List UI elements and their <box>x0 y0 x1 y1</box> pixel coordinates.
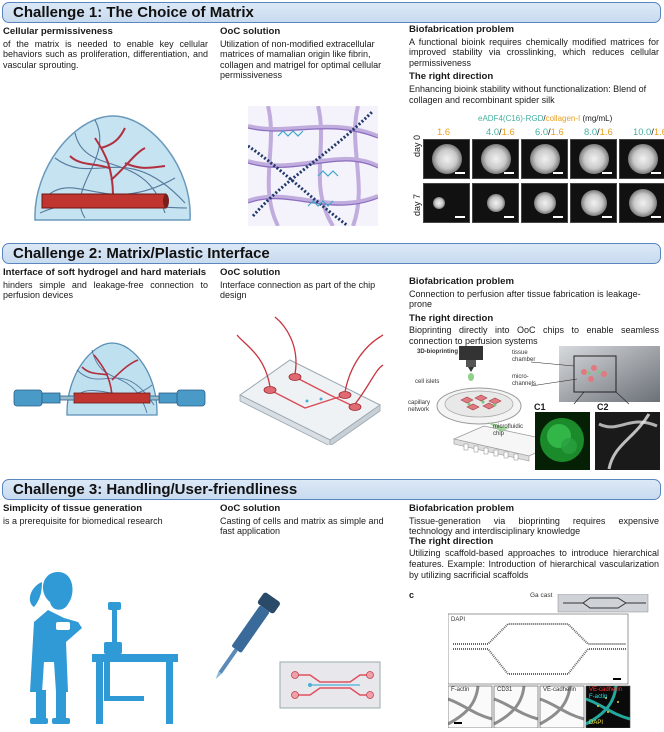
challenge-1-banner: Challenge 1: The Choice of Matrix <box>2 2 661 23</box>
c3-left-text: Simplicity of tissue generation is a pre… <box>3 503 208 526</box>
c2-mid-heading: OoC solution <box>220 267 281 278</box>
column-silk-value: 4.0 <box>486 126 500 137</box>
column-sep: / <box>597 126 600 137</box>
label-merge-vecadherin: VE-cadherin <box>589 687 623 693</box>
column-label-2: 6.0/1.6 <box>535 126 564 137</box>
column-label-1: 4.0/1.6 <box>486 126 515 137</box>
c1-fiber-illustration <box>248 106 378 226</box>
unit-label: (mg/mL) <box>580 114 613 123</box>
c1-dome-illustration <box>34 115 191 221</box>
label-microchannels: micro- channels <box>512 374 537 387</box>
challenge-3-banner: Challenge 3: Handling/User-friendliness <box>2 479 661 500</box>
c2-left-heading: Interface of soft hydrogel and hard mate… <box>3 267 207 278</box>
c1-left-body: of the matrix is needed to enable key ce… <box>3 38 208 70</box>
c3-scientist-illustration <box>29 572 178 724</box>
c2-bioprinting-schematic <box>436 346 660 470</box>
c3-right-text: Biofabrication problem Tissue-generation… <box>409 503 659 580</box>
c2-dir-heading: The right direction <box>409 312 494 324</box>
column-collagen-value: 1.6 <box>437 126 451 137</box>
c1-left-text: Cellular permissiveness of the matrix is… <box>3 26 208 70</box>
c3-mid-text: OoC solution Casting of cells and matrix… <box>220 503 398 537</box>
label-ga-cast: Ga cast <box>530 592 553 599</box>
label-c1: C1 <box>534 402 546 412</box>
micrograph-day7-col1 <box>472 183 519 223</box>
c1-bio-heading: Biofabrication problem <box>409 24 515 35</box>
c2-mid-text: OoC solution Interface connection as par… <box>220 267 398 301</box>
silk-label: eADF4(C16)-RGD <box>478 114 544 123</box>
column-label-3: 8.0/1.6 <box>584 126 613 137</box>
collagen-label: collagen-I <box>545 114 581 123</box>
c1-mid-body: Utilization of non-modified extracellula… <box>220 38 382 81</box>
c1-right-text: Biofabrication problem A functional bioi… <box>409 24 659 105</box>
challenge-2-banner: Challenge 2: Matrix/Plastic Interface <box>2 243 661 264</box>
label-microfluidic-chip: microfluidic chip <box>493 424 524 437</box>
c2-dome-needles-illustration <box>13 342 206 416</box>
c3-mid-heading: OoC solution <box>220 503 281 514</box>
header-sep: / <box>543 114 546 123</box>
c3-left-heading: Simplicity of tissue generation <box>3 503 143 514</box>
label-c: c <box>409 590 415 600</box>
micrograph-day7-col3 <box>570 183 617 223</box>
c1-dir-body: Enhancing bioink stability without funct… <box>409 83 647 105</box>
column-collagen-value: 1.6 <box>550 126 564 137</box>
label-merge-dapi: DAPI <box>589 720 604 726</box>
column-silk-value: 6.0 <box>535 126 549 137</box>
column-label-0: 1.6 <box>437 126 450 137</box>
label-vecadherin: VE-cadherin <box>543 687 577 693</box>
micrograph-day0-col1 <box>472 139 519 179</box>
column-label-4: 10.0/1.6 <box>633 126 664 137</box>
column-collagen-value: 1.6 <box>501 126 515 137</box>
label-capillary-network: capillary network <box>408 400 431 413</box>
c1-mid-heading: OoC solution <box>220 26 281 37</box>
label-factin: F-actin <box>451 687 470 693</box>
micrograph-day7-col2 <box>521 183 568 223</box>
c3-pipette-chip-illustration <box>215 592 381 709</box>
c3-dir-body: Utilizing scaffold-based approaches to i… <box>409 548 659 580</box>
c1-dir-heading: The right direction <box>409 71 494 83</box>
c2-mid-body: Interface connection as part of the chip… <box>220 279 376 301</box>
c3-dir-heading: The right direction <box>409 535 494 547</box>
label-c2: C2 <box>597 402 609 412</box>
c3-bio-heading: Biofabrication problem <box>409 503 515 514</box>
label-3d-bioprinting: 3D-bioprinting <box>417 349 458 355</box>
column-silk-value: 8.0 <box>584 126 598 137</box>
column-sep: / <box>499 126 502 137</box>
row-label-day7: day 7 <box>412 193 422 216</box>
micrograph-day0-col2 <box>521 139 568 179</box>
c2-right-text: Biofabrication problem Connection to per… <box>409 276 659 347</box>
row-label-day0: day 0 <box>412 134 422 157</box>
micrograph-day0-col3 <box>570 139 617 179</box>
c2-left-text: Interface of soft hydrogel and hard mate… <box>3 267 208 301</box>
column-silk-value: 10.0 <box>633 126 652 137</box>
c1-bio-body: A functional bioink requires chemically … <box>409 36 659 68</box>
c3-bio-body: Tissue-generation via bioprinting requir… <box>409 515 659 537</box>
c3-mid-body: Casting of cells and matrix as simple an… <box>220 515 384 537</box>
label-merge-factin: F-actin <box>589 694 608 700</box>
micrograph-day0-col0 <box>423 139 470 179</box>
c2-left-body: hinders simple and leakage-free connecti… <box>3 279 208 301</box>
label-cd31: CD31 <box>497 687 513 693</box>
column-collagen-value: 1.6 <box>653 126 664 137</box>
column-sep: / <box>548 126 551 137</box>
c2-bio-heading: Biofabrication problem <box>409 276 515 287</box>
c2-dir-body: Bioprinting directly into OoC chips to e… <box>409 325 659 346</box>
c1-mid-text: OoC solution Utilization of non-modified… <box>220 26 398 81</box>
c1-grid-header: eADF4(C16)-RGD/collagen-I (mg/mL) <box>478 114 612 123</box>
label-dapi-top: DAPI <box>451 617 466 623</box>
c1-left-heading: Cellular permissiveness <box>3 26 113 37</box>
micrograph-day0-col4 <box>619 139 664 179</box>
c2-chip-illustration <box>236 316 384 445</box>
label-tissue-chamber: tissue chamber <box>512 350 536 363</box>
micrograph-day7-col0 <box>423 183 470 223</box>
column-sep: / <box>651 126 654 137</box>
label-cell-islets: cell islets <box>415 379 440 385</box>
column-collagen-value: 1.6 <box>599 126 613 137</box>
micrograph-day7-col4 <box>619 183 664 223</box>
c2-bio-body: Connection to perfusion after tissue fab… <box>409 288 641 310</box>
c3-left-body: is a prerequisite for biomedical researc… <box>3 515 163 526</box>
c3-vascular-micrographs <box>448 594 649 728</box>
